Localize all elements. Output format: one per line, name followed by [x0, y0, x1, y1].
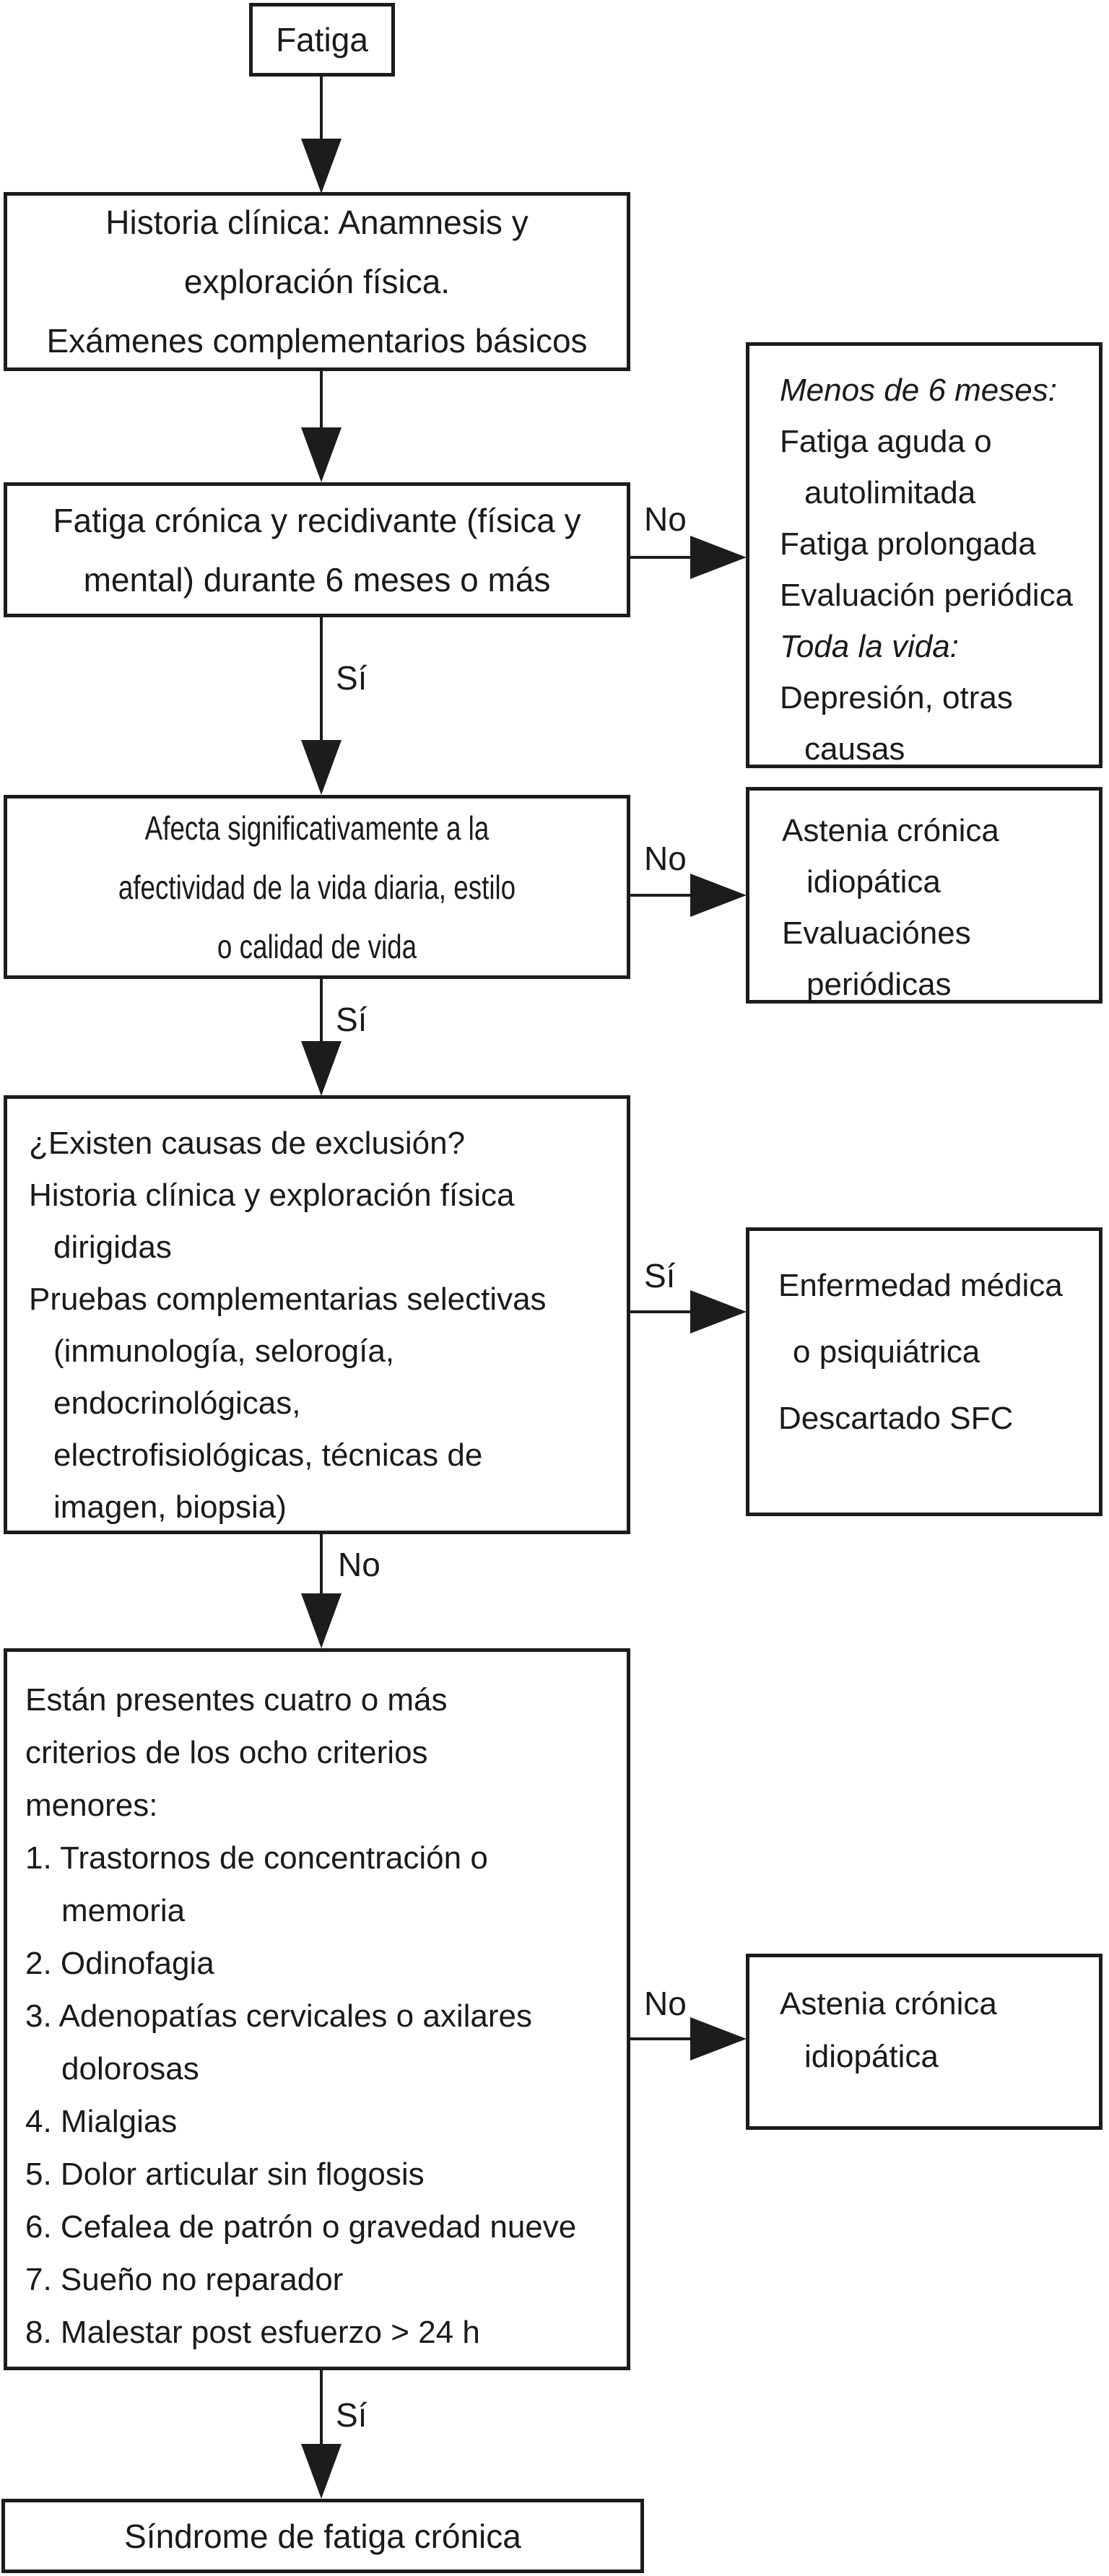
- node-criteria-line: 6. Cefalea de patrón o gravedad nueve: [25, 2209, 577, 2245]
- node-chronic-line: mental) durante 6 meses o más: [83, 560, 551, 599]
- node-asthenia1-line: Astenia crónica: [782, 813, 999, 848]
- node-asthenia2-line: idiopática: [804, 2039, 939, 2074]
- node-criteria-line: 7. Sueño no reparador: [25, 2262, 344, 2297]
- node-affects-line: afectividad de la vida diaria, estilo: [118, 868, 516, 906]
- arrow-down-icon: [301, 139, 342, 193]
- node-history-line: exploración física.: [183, 263, 451, 300]
- node-exclusion-line: electrofisiológicas, técnicas de: [53, 1437, 483, 1473]
- edge-label-no: No: [644, 500, 687, 538]
- arrow-down-icon: [301, 1041, 342, 1096]
- node-criteria-line: Están presentes cuatro o más: [25, 1682, 448, 1718]
- node-criteria-line: criterios de los ocho criterios: [25, 1735, 428, 1770]
- node-asthenia2-outcome: Astenia crónica idiopática: [746, 1954, 1103, 2130]
- node-less6-line: Toda la vida:: [780, 629, 959, 664]
- node-medical-line: Descartado SFC: [778, 1401, 1014, 1436]
- node-medical-line: o psiquiátrica: [793, 1334, 980, 1370]
- edge-label-no: No: [644, 840, 687, 877]
- connector-start-history: [320, 77, 323, 143]
- connector-history-chronic: [320, 371, 323, 429]
- node-exclusion-line: Pruebas complementarias selectivas: [29, 1282, 547, 1317]
- arrow-down-icon: [301, 2444, 342, 2499]
- node-exclusion-line: dirigidas: [53, 1230, 172, 1265]
- arrow-right-icon: [690, 536, 747, 579]
- node-medical-outcome: Enfermedad médica o psiquiátrica Descart…: [746, 1227, 1103, 1516]
- edge-label-no: No: [644, 1985, 687, 2022]
- edge-label-si: Sí: [644, 1257, 676, 1294]
- edge-label-no: No: [338, 1546, 380, 1583]
- node-history-line: Exámenes complementarios básicos: [46, 322, 588, 360]
- node-asthenia2-line: Astenia crónica: [780, 1986, 997, 2022]
- node-chronic-decision: Fatiga crónica y recidivante (física y m…: [4, 482, 630, 617]
- node-start-label: Fatiga: [276, 21, 368, 58]
- connector-criteria-cfs: [320, 2370, 323, 2445]
- node-criteria-line: menores:: [25, 1788, 158, 1823]
- node-cfs-final: Síndrome de fatiga crónica: [1, 2499, 644, 2573]
- connector-criteria-asthenia: [630, 2037, 692, 2040]
- node-less6-outcome: Menos de 6 meses: Fatiga aguda o autolim…: [746, 342, 1103, 768]
- arrow-right-icon: [690, 2017, 747, 2061]
- node-exclusion-line: ¿Existen causas de exclusión?: [29, 1126, 466, 1161]
- node-asthenia1-line: Evaluaciónes: [782, 915, 971, 951]
- arrow-down-icon: [301, 740, 342, 795]
- node-start-fatiga: Fatiga: [249, 3, 395, 77]
- node-less6-line: autolimitada: [804, 475, 976, 510]
- node-affects-decision: Afecta significativamente a la afectivid…: [4, 795, 630, 979]
- node-exclusion-line: imagen, biopsia): [53, 1489, 287, 1525]
- node-chronic-line: Fatiga crónica y recidivante (física y: [53, 501, 581, 539]
- node-exclusion-line: endocrinológicas,: [53, 1385, 301, 1421]
- arrow-down-icon: [301, 427, 342, 482]
- node-affects-line: o calidad de vida: [217, 927, 417, 965]
- node-criteria-line: 3. Adenopatías cervicales o axilares: [25, 1998, 532, 2034]
- node-medical-line: Enfermedad médica: [778, 1268, 1063, 1303]
- connector-affects-exclusion: [320, 979, 323, 1043]
- node-less6-line: causas: [804, 731, 905, 767]
- connector-exclusion-medical: [630, 1310, 692, 1313]
- node-criteria-decision: Están presentes cuatro o más criterios d…: [4, 1648, 630, 2370]
- node-asthenia1-line: periódicas: [806, 967, 952, 1002]
- node-cfs-label: Síndrome de fatiga crónica: [124, 2517, 521, 2555]
- arrow-right-icon: [690, 874, 747, 917]
- connector-affects-asthenia: [630, 894, 692, 897]
- node-asthenia1-line: idiopática: [806, 864, 941, 900]
- node-history-line: Historia clínica: Anamnesis y: [105, 204, 529, 241]
- node-criteria-line: 8. Malestar post esfuerzo > 24 h: [25, 2315, 480, 2350]
- node-less6-line: Depresión, otras: [780, 680, 1013, 715]
- arrow-down-icon: [301, 1593, 342, 1648]
- node-less6-line: Fatiga prolongada: [780, 526, 1036, 562]
- connector-exclusion-criteria: [320, 1534, 323, 1595]
- node-criteria-line: 5. Dolor articular sin flogosis: [25, 2157, 425, 2192]
- connector-chronic-less6: [630, 556, 692, 559]
- node-criteria-line: 2. Odinofagia: [25, 1946, 214, 1981]
- node-criteria-line: dolorosas: [61, 2051, 199, 2087]
- node-exclusion-decision: ¿Existen causas de exclusión? Historia c…: [4, 1095, 630, 1534]
- connector-chronic-affects: [320, 617, 323, 741]
- node-asthenia1-outcome: Astenia crónica idiopática Evaluaciónes …: [746, 787, 1103, 1004]
- node-less6-line: Fatiga aguda o: [780, 424, 992, 459]
- node-criteria-line: memoria: [61, 1893, 186, 1928]
- node-exclusion-line: Historia clínica y exploración física: [29, 1178, 515, 1213]
- node-history: Historia clínica: Anamnesis y exploració…: [4, 192, 630, 371]
- edge-label-si: Sí: [336, 2396, 368, 2434]
- node-less6-line: Evaluación periódica: [780, 578, 1074, 613]
- edge-label-si: Sí: [336, 659, 368, 697]
- node-exclusion-line: (inmunología, selorogía,: [53, 1333, 395, 1369]
- edge-label-si: Sí: [336, 1001, 368, 1038]
- arrow-right-icon: [690, 1290, 747, 1333]
- node-less6-line: Menos de 6 meses:: [780, 373, 1057, 408]
- node-affects-line: Afecta significativamente a la: [144, 809, 490, 847]
- node-criteria-line: 1. Trastornos de concentración o: [25, 1840, 488, 1876]
- node-criteria-line: 4. Mialgias: [25, 2104, 178, 2139]
